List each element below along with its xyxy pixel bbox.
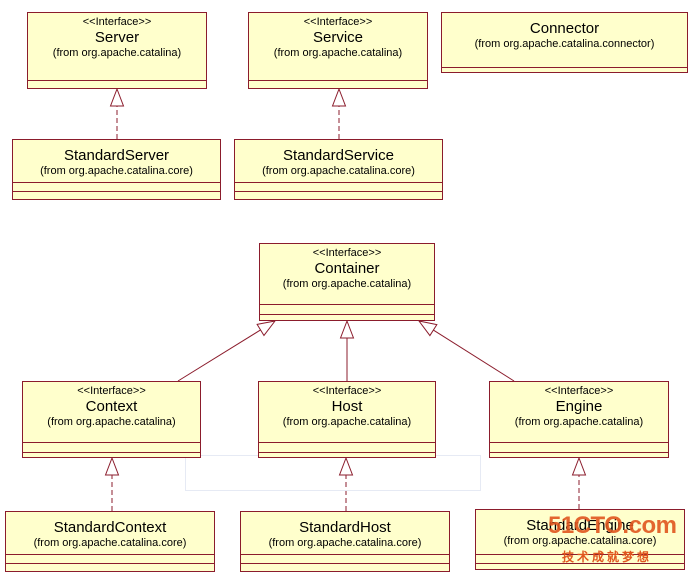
- realization-arrowhead-standard-server: [109, 87, 125, 107]
- class-header: StandardEngine(from org.apache.catalina.…: [476, 510, 684, 548]
- class-connector[interactable]: Connector(from org.apache.catalina.conne…: [441, 12, 688, 73]
- class-header: <<Interface>>Engine(from org.apache.cata…: [490, 382, 668, 429]
- attributes-separator: [259, 442, 435, 443]
- operations-separator: [241, 563, 449, 564]
- class-header: StandardHost(from org.apache.catalina.co…: [241, 512, 449, 550]
- class-standard-context[interactable]: StandardContext(from org.apache.catalina…: [5, 511, 215, 572]
- attributes-separator: [6, 554, 214, 555]
- operations-separator: [476, 563, 684, 564]
- package-label: (from org.apache.catalina): [282, 416, 412, 428]
- class-header: <<Interface>>Container(from org.apache.c…: [260, 244, 434, 291]
- realization-arrowhead-standard-context: [104, 456, 120, 476]
- class-host[interactable]: <<Interface>>Host(from org.apache.catali…: [258, 381, 436, 458]
- class-header: <<Interface>>Service(from org.apache.cat…: [249, 13, 427, 60]
- operations-separator: [6, 563, 214, 564]
- generalization-arrowhead-host: [339, 319, 355, 339]
- class-name: Context: [85, 398, 138, 415]
- package-label: (from org.apache.catalina.core): [268, 537, 422, 549]
- attributes-separator: [241, 554, 449, 555]
- attributes-separator: [235, 182, 442, 183]
- class-standard-server[interactable]: StandardServer(from org.apache.catalina.…: [12, 139, 221, 200]
- attributes-separator: [260, 304, 434, 305]
- package-label: (from org.apache.catalina.connector): [474, 38, 655, 50]
- package-label: (from org.apache.catalina): [47, 416, 176, 428]
- class-name: StandardServer: [63, 147, 170, 164]
- generalization-arrowhead-context: [256, 320, 277, 337]
- class-name: Server: [94, 29, 140, 46]
- class-server[interactable]: <<Interface>>Server(from org.apache.cata…: [27, 12, 207, 89]
- class-name: StandardService: [283, 147, 394, 164]
- stereotype-label: <<Interface>>: [312, 385, 382, 397]
- operations-separator: [259, 452, 435, 453]
- stereotype-label: <<Interface>>: [303, 16, 373, 28]
- operations-separator: [13, 191, 220, 192]
- stereotype-label: <<Interface>>: [544, 385, 614, 397]
- stereotype-label: <<Interface>>: [77, 385, 146, 397]
- package-label: (from org.apache.catalina): [282, 278, 412, 290]
- operations-separator: [23, 452, 200, 453]
- package-label: (from org.apache.catalina): [273, 47, 403, 59]
- class-header: <<Interface>>Context(from org.apache.cat…: [23, 382, 200, 429]
- attributes-separator: [249, 80, 427, 81]
- class-name: Connector: [529, 20, 600, 37]
- class-header: Connector(from org.apache.catalina.conne…: [442, 13, 687, 51]
- package-label: (from org.apache.catalina): [514, 416, 644, 428]
- stereotype-label: <<Interface>>: [82, 16, 152, 28]
- class-engine[interactable]: <<Interface>>Engine(from org.apache.cata…: [489, 381, 669, 458]
- attributes-separator: [23, 442, 200, 443]
- class-name: Container: [314, 260, 380, 277]
- class-name: Host: [331, 398, 363, 415]
- package-label: (from org.apache.catalina): [52, 47, 182, 59]
- stereotype-label: <<Interface>>: [312, 247, 382, 259]
- class-standard-engine[interactable]: StandardEngine(from org.apache.catalina.…: [475, 509, 685, 570]
- class-header: <<Interface>>Server(from org.apache.cata…: [28, 13, 206, 60]
- class-context[interactable]: <<Interface>>Context(from org.apache.cat…: [22, 381, 201, 458]
- class-name: StandardEngine: [526, 517, 634, 534]
- class-name: StandardHost: [299, 519, 391, 536]
- generalization-line-engine: [433, 329, 515, 382]
- class-name: StandardContext: [53, 519, 167, 536]
- attributes-separator: [442, 67, 687, 68]
- package-label: (from org.apache.catalina.core): [33, 537, 187, 549]
- attributes-separator: [13, 182, 220, 183]
- realization-arrowhead-standard-engine: [571, 456, 587, 476]
- realization-arrowhead-standard-host: [338, 456, 354, 476]
- class-standard-service[interactable]: StandardService(from org.apache.catalina…: [234, 139, 443, 200]
- attributes-separator: [476, 554, 684, 555]
- class-header: <<Interface>>Host(from org.apache.catali…: [259, 382, 435, 429]
- class-service[interactable]: <<Interface>>Service(from org.apache.cat…: [248, 12, 428, 89]
- attributes-separator: [490, 442, 668, 443]
- generalization-arrowhead-engine: [417, 320, 438, 337]
- operations-separator: [235, 191, 442, 192]
- package-label: (from org.apache.catalina.core): [262, 165, 415, 177]
- class-container[interactable]: <<Interface>>Container(from org.apache.c…: [259, 243, 435, 321]
- class-header: StandardContext(from org.apache.catalina…: [6, 512, 214, 550]
- attributes-separator: [28, 80, 206, 81]
- package-label: (from org.apache.catalina.core): [503, 535, 657, 547]
- class-standard-host[interactable]: StandardHost(from org.apache.catalina.co…: [240, 511, 450, 572]
- class-header: StandardService(from org.apache.catalina…: [235, 140, 442, 178]
- operations-separator: [490, 452, 668, 453]
- generalization-line-context: [177, 329, 261, 382]
- class-header: StandardServer(from org.apache.catalina.…: [13, 140, 220, 178]
- package-label: (from org.apache.catalina.core): [40, 165, 193, 177]
- realization-arrowhead-standard-service: [331, 87, 347, 107]
- operations-separator: [260, 314, 434, 315]
- class-name: Service: [312, 29, 364, 46]
- class-name: Engine: [555, 398, 603, 415]
